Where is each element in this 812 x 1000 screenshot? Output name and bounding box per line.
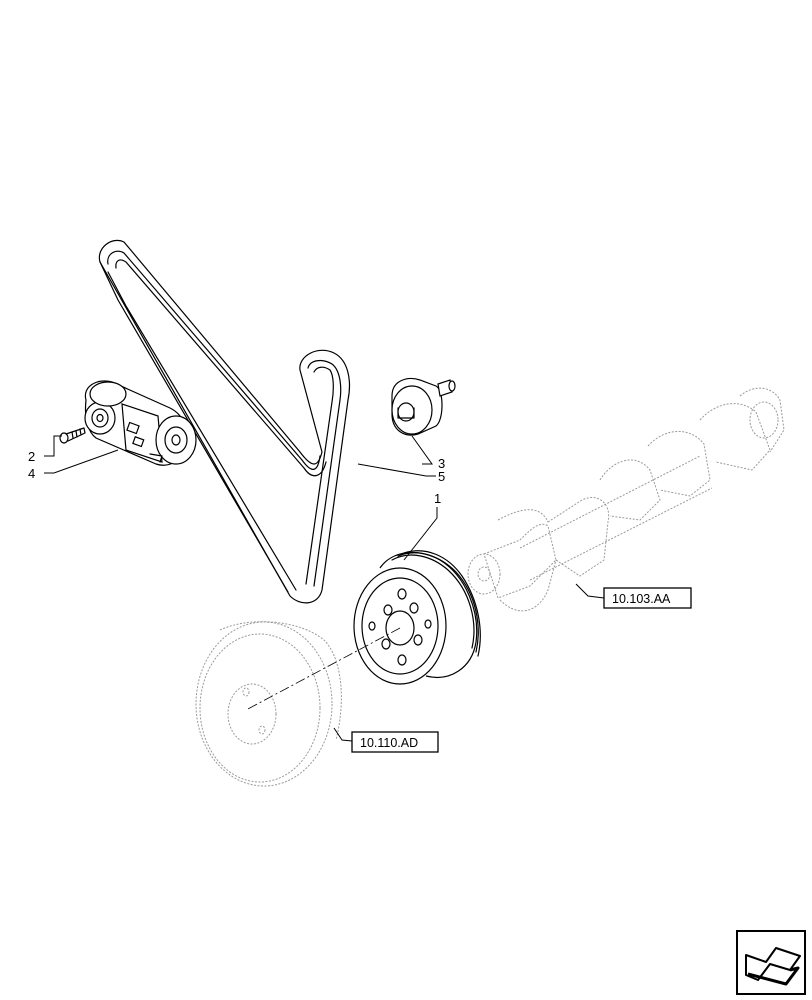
vibration-damper-ghost [195, 621, 342, 787]
poly-v-belt [98, 239, 351, 604]
callout-2: 2 [28, 449, 35, 464]
callout-1: 1 [434, 491, 441, 506]
reference-damper[interactable]: 10.110.AD [351, 731, 439, 753]
belt-tensioner [84, 380, 197, 466]
idler-pulley [391, 377, 456, 436]
reference-crankshaft-label: 10.103.AA [612, 592, 671, 606]
callout-5: 5 [438, 469, 445, 484]
callout-3: 3 [438, 456, 445, 471]
assembly-center-line [245, 627, 401, 711]
page-back-arrow-icon[interactable] [736, 930, 806, 995]
tensioner-screw [59, 427, 86, 444]
reference-crankshaft[interactable]: 10.103.AA [603, 587, 692, 609]
reference-damper-label: 10.110.AD [360, 736, 418, 750]
callout-4: 4 [28, 466, 35, 481]
crankshaft-ghost [467, 387, 785, 612]
crankshaft-pulley [353, 550, 481, 685]
leader-lines [44, 435, 605, 742]
